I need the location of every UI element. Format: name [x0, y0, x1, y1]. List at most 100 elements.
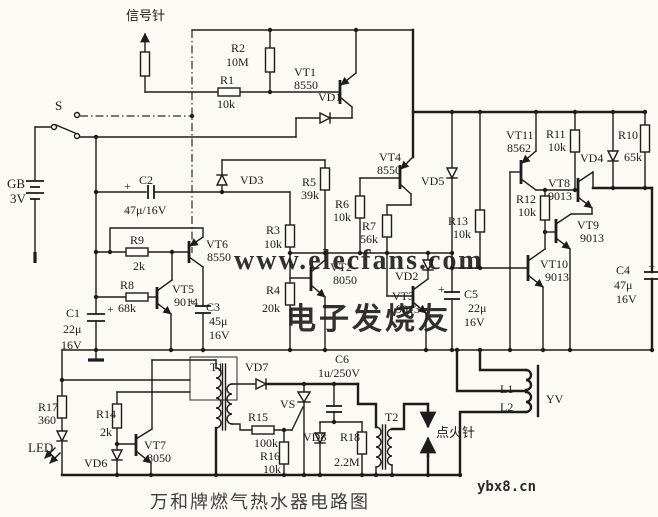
resistor-r15 — [251, 425, 275, 435]
label-c3-plus: + — [188, 294, 195, 308]
label-vd5: VD5 — [421, 174, 444, 188]
label-r13: R13 — [448, 214, 468, 228]
label-switch: S — [55, 98, 62, 113]
label-r18: R18 — [340, 430, 360, 444]
label-vt4: VT4 — [379, 150, 401, 164]
power-left-wires — [26, 111, 326, 362]
label-vt3: VT3 — [392, 289, 414, 303]
watermarks: www.elecfans.com 电子发烧友 — [234, 245, 482, 336]
resistor-r14 — [111, 403, 123, 429]
label-vd7: VD7 — [245, 360, 268, 374]
label-r1: R1 — [220, 73, 234, 87]
label-vd4: VD4 — [580, 151, 603, 165]
signal-needle-resistor — [139, 51, 151, 77]
label-r15: R15 — [248, 410, 268, 424]
diode-vd3 — [216, 174, 228, 186]
label-c4: C4 — [616, 263, 630, 277]
label-t2: T2 — [385, 410, 398, 424]
resistor-r3 — [284, 224, 296, 248]
mid-left-wires — [95, 227, 211, 351]
label-r6: R6 — [335, 197, 349, 211]
diode-vd5 — [446, 167, 458, 179]
led-diode — [56, 430, 68, 442]
resistor-r11 — [569, 129, 581, 153]
label-r12-value: 10k — [518, 205, 536, 219]
label-vd2: VD2 — [395, 269, 418, 283]
label-signal-needle: 信号针 — [126, 8, 165, 23]
label-r15-value: 100k — [254, 436, 278, 450]
solenoid-valve-wires — [455, 348, 540, 477]
diode-vd7 — [255, 378, 267, 390]
label-r2: R2 — [231, 41, 245, 55]
label-c4-plus: + — [648, 259, 655, 273]
label-l1: L1 — [500, 382, 513, 396]
label-vt2-value: 8050 — [333, 273, 357, 287]
resistor-r10 — [639, 124, 651, 153]
label-vt6: VT6 — [206, 237, 228, 251]
label-r16: R16 — [260, 449, 280, 463]
label-r16-value: 10k — [263, 462, 281, 476]
page-title: 万和牌燃气热水器电路图 — [150, 492, 370, 512]
label-r7-value: 56k — [360, 232, 378, 246]
label-r10-value: 65k — [624, 150, 642, 164]
label-c6: C6 — [335, 352, 349, 366]
label-r18-value: 2.2M — [334, 455, 360, 469]
diode-vd4 — [607, 150, 619, 162]
label-c2: C2 — [139, 173, 153, 187]
label-r3: R3 — [266, 223, 280, 237]
resistor-r6 — [354, 195, 366, 219]
label-vt11: VT11 — [506, 128, 534, 142]
resistor-r8 — [125, 292, 149, 302]
resistor-r13 — [474, 209, 486, 233]
label-vt11-value: 8562 — [507, 141, 531, 155]
label-r10: R10 — [618, 128, 638, 142]
label-l2: L2 — [500, 400, 513, 414]
label-c5-value2: 16V — [464, 315, 485, 329]
label-r4: R4 — [266, 283, 280, 297]
bottom-left-wires — [44, 359, 217, 476]
label-vt5: VT5 — [172, 282, 194, 296]
label-c3: C3 — [206, 300, 220, 314]
resistors — [56, 47, 651, 465]
label-c3-value2: 16V — [209, 328, 230, 342]
label-c5-plus: + — [438, 282, 445, 296]
label-vt1: VT1 — [294, 65, 316, 79]
label-vt5-value: 9014 — [174, 295, 198, 309]
label-vs: VS — [280, 397, 295, 411]
resistor-r16 — [278, 441, 290, 465]
label-vt8: VT8 — [548, 176, 570, 190]
label-vt1-value: 8550 — [294, 78, 318, 92]
switch-blade[interactable] — [55, 124, 76, 134]
label-c1-value: 22μ — [63, 322, 81, 336]
resistor-r17 — [56, 395, 68, 419]
switch-pole[interactable] — [50, 123, 58, 131]
label-r17: R17 — [38, 400, 58, 414]
label-r13-value: 10k — [453, 227, 471, 241]
label-r14-value: 2k — [100, 425, 112, 439]
resistor-r5 — [319, 167, 331, 191]
label-vt10-value: 9013 — [545, 270, 569, 284]
label-c1-value2: 16V — [61, 338, 82, 352]
label-r11-value: 10k — [548, 140, 566, 154]
label-c1-plus: + — [107, 302, 114, 316]
label-vt9: VT9 — [577, 218, 599, 232]
label-r11: R11 — [546, 127, 566, 141]
label-r6-value: 10k — [333, 210, 351, 224]
label-vt7: VT7 — [144, 438, 166, 452]
label-yv: YV — [546, 392, 564, 406]
label-led: LED — [28, 440, 53, 455]
resistor-r1 — [217, 87, 241, 97]
label-r4-value: 20k — [262, 301, 280, 315]
label-vt4-value: 8550 — [377, 163, 401, 177]
label-ignition-needle: 点火针 — [436, 425, 475, 440]
label-vt9-value: 9013 — [580, 231, 604, 245]
label-vd1: VD1 — [318, 90, 341, 104]
label-c4-value: 47μ — [614, 278, 632, 292]
label-vt6-value: 8550 — [207, 250, 231, 264]
label-vd8: VD8 — [303, 430, 326, 444]
label-battery-value: 3V — [10, 191, 27, 206]
resistor-r7 — [381, 214, 393, 238]
right-wires — [509, 111, 658, 352]
